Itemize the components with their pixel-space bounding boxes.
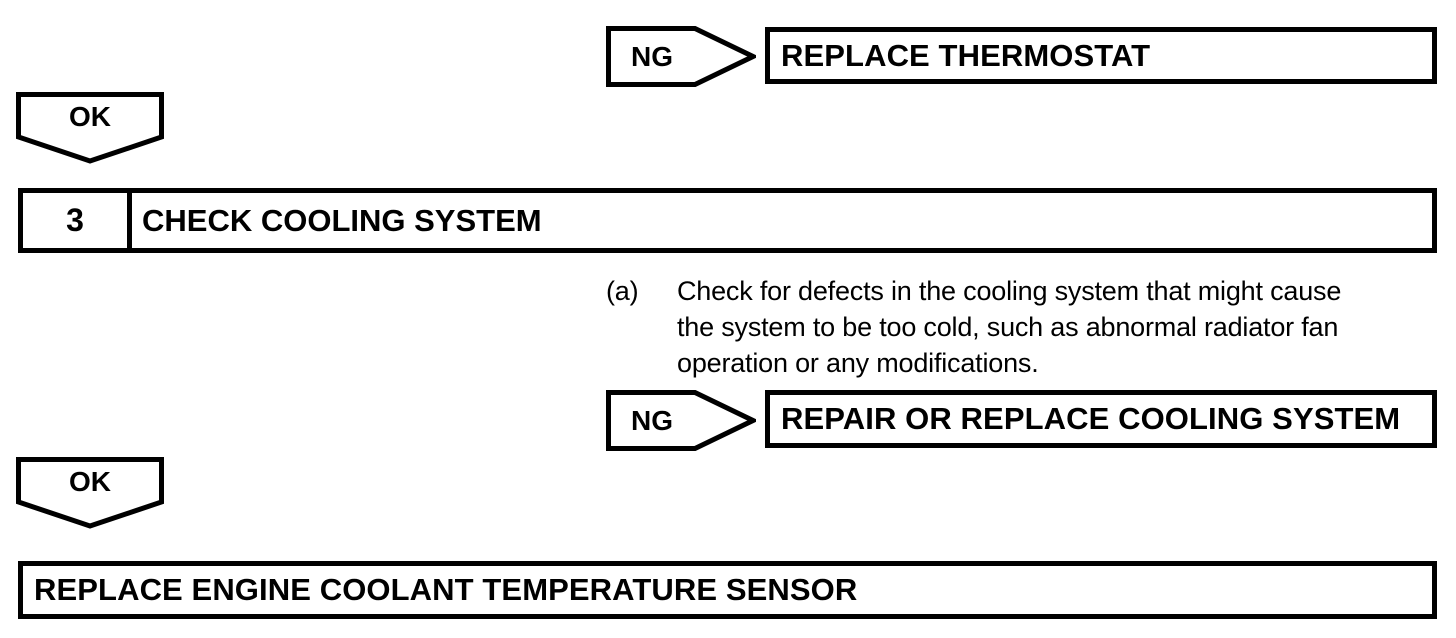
instruction-line: Check for defects in the cooling system … [677, 276, 1342, 306]
ng-arrow-icon [606, 390, 756, 451]
ng-connector-2: NG [606, 390, 756, 451]
ok-down-arrow-icon [16, 92, 164, 164]
ok-label: OK [69, 101, 111, 132]
ng-connector-1: NG [606, 26, 756, 87]
ng-label: NG [631, 404, 673, 436]
instruction-line: the system to be too cold, such as abnor… [677, 312, 1339, 342]
step-box: 3 CHECK COOLING SYSTEM [18, 188, 1437, 253]
step-title: CHECK COOLING SYSTEM [142, 202, 542, 238]
action-box-label: REPLACE ENGINE COOLANT TEMPERATURE SENSO… [34, 572, 858, 607]
action-box-label: REPLACE THERMOSTAT [781, 37, 1151, 73]
step-number: 3 [23, 193, 132, 248]
action-box-label: REPAIR OR REPLACE COOLING SYSTEM [781, 401, 1401, 436]
instruction-marker: (a) [606, 276, 639, 306]
instruction-text: Check for defects in the cooling system … [677, 273, 1341, 381]
ok-connector-2: OK [16, 457, 164, 529]
ng-label: NG [631, 40, 673, 72]
ok-down-arrow-icon [16, 457, 164, 529]
ok-label: OK [69, 466, 111, 497]
action-box-replace-engine-coolant-temperature-sensor: REPLACE ENGINE COOLANT TEMPERATURE SENSO… [18, 561, 1437, 619]
ok-connector-1: OK [16, 92, 164, 164]
instruction-line: operation or any modifications. [677, 348, 1039, 378]
ng-arrow-icon [606, 26, 756, 87]
action-box-repair-or-replace-cooling-system: REPAIR OR REPLACE COOLING SYSTEM [765, 390, 1437, 448]
action-box-replace-thermostat: REPLACE THERMOSTAT [765, 27, 1437, 84]
